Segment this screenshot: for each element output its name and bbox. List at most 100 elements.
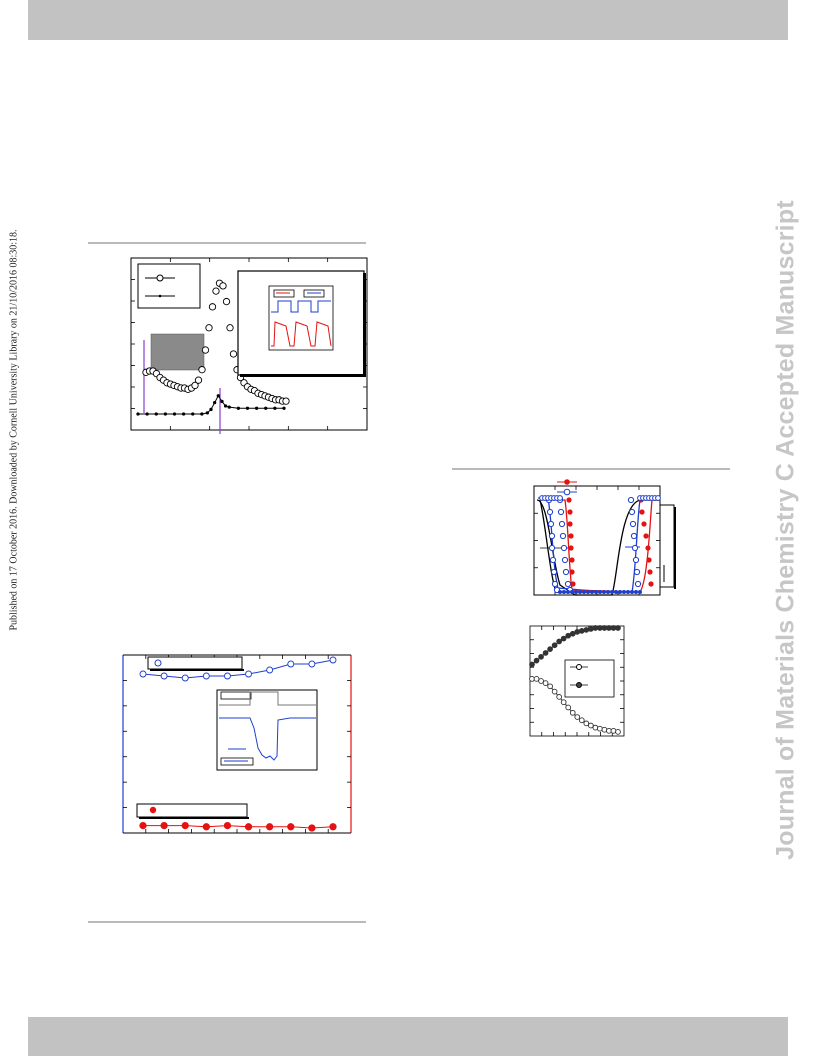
data-point: [191, 412, 195, 416]
data-point: [212, 287, 220, 295]
data-point: [145, 412, 149, 416]
data-point: [606, 590, 610, 594]
data-point: [172, 412, 177, 416]
data-point: [163, 412, 168, 416]
data-point: [542, 680, 549, 686]
series-line: [143, 825, 334, 829]
inset2-frame: [216, 689, 318, 771]
data-point: [219, 282, 227, 290]
data-point: [542, 650, 549, 656]
inset-red-response-wave: [271, 321, 332, 347]
data-point: [627, 496, 635, 504]
data-point: [538, 653, 544, 660]
data-point: [568, 545, 574, 551]
figure-rule-top-left: [88, 242, 366, 244]
data-point: [569, 557, 575, 563]
legend-box: [137, 263, 201, 309]
data-point: [598, 590, 602, 594]
data-point: [586, 590, 590, 594]
legend-red-marker: [564, 479, 570, 485]
data-point: [533, 676, 540, 682]
data-point: [546, 508, 554, 516]
data-point: [578, 628, 585, 634]
data-point: [574, 714, 581, 720]
data-point: [602, 590, 606, 594]
data-point: [329, 656, 337, 664]
data-point: [615, 729, 621, 735]
data-point: [181, 412, 186, 416]
data-point: [634, 590, 638, 594]
data-point: [264, 406, 268, 410]
data-point: [551, 580, 559, 588]
data-point: [641, 521, 647, 527]
data-point: [638, 590, 642, 594]
inset-shadow: [240, 374, 366, 377]
data-point: [308, 824, 316, 832]
data-point: [582, 590, 586, 594]
data-point: [282, 397, 290, 405]
inset-blue-square-wave: [271, 300, 331, 313]
data-point: [245, 670, 253, 678]
data-point: [583, 627, 590, 633]
data-point: [202, 823, 210, 831]
chart-lower-left: [122, 654, 352, 834]
figure-rule-bottom-left: [88, 921, 366, 923]
data-point: [626, 590, 630, 594]
legend-red-circle: [149, 806, 157, 814]
data-point: [574, 590, 578, 594]
data-point: [587, 722, 594, 729]
data-point: [647, 569, 653, 575]
data-point: [212, 400, 217, 405]
data-point: [223, 821, 232, 830]
data-point: [254, 406, 259, 410]
data-point: [559, 532, 567, 540]
data-point: [564, 580, 572, 588]
data-point: [244, 823, 253, 831]
legend-blue-circle: [154, 659, 162, 667]
data-point: [223, 672, 231, 680]
data-point: [594, 590, 598, 594]
legend-blue-marker: [563, 488, 571, 496]
gray-shaded-box: [150, 333, 205, 371]
data-point: [194, 376, 203, 384]
data-point: [136, 412, 140, 416]
side-label-box: [659, 504, 675, 588]
legend-shadow: [139, 817, 249, 819]
data-point: [622, 590, 626, 594]
data-point: [160, 821, 168, 830]
data-point: [615, 625, 621, 631]
data-point: [618, 590, 622, 594]
side-label-shadow: [674, 507, 676, 589]
inset-plot-frame: [268, 285, 334, 351]
inset2-gray-step: [219, 691, 316, 706]
data-point: [245, 406, 250, 410]
data-point: [329, 823, 337, 831]
series-line: [138, 394, 284, 415]
data-point: [556, 638, 563, 645]
data-point: [565, 704, 572, 711]
data-point: [551, 642, 558, 649]
data-point: [565, 632, 572, 639]
data-point: [273, 406, 277, 410]
inset-shadow: [363, 273, 366, 377]
data-point: [533, 657, 540, 664]
data-point: [222, 297, 231, 306]
data-point: [648, 581, 654, 587]
data-point: [568, 533, 574, 539]
legend-box: [564, 659, 615, 698]
data-point: [557, 508, 565, 516]
data-point: [556, 694, 563, 700]
data-point: [570, 590, 574, 594]
inset-frame: [237, 270, 365, 376]
data-point: [191, 381, 199, 390]
data-point: [630, 590, 634, 594]
data-point: [226, 324, 234, 332]
data-point: [547, 520, 555, 528]
chart-right-loops: [533, 479, 676, 596]
data-point: [201, 346, 210, 354]
data-point: [529, 661, 535, 668]
data-point: [208, 303, 217, 311]
data-point: [205, 411, 210, 415]
data-point: [266, 666, 274, 674]
legend-filled-circle: [576, 682, 582, 688]
